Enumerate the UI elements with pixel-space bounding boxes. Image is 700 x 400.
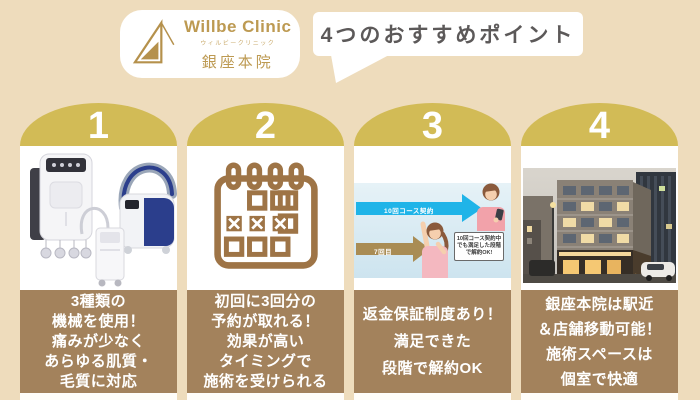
card-number: 4: [588, 105, 611, 147]
points-row: 1: [20, 103, 678, 400]
session-arrow-label: 7回目: [374, 249, 393, 256]
text-line: 機械を使用！: [51, 312, 145, 330]
card-media: [187, 146, 344, 290]
session-arrow: 7回目: [356, 236, 430, 267]
card-number: 3: [421, 105, 444, 147]
calendar-icon: [213, 162, 318, 269]
text-line: 返金保証制度あり！: [362, 306, 503, 323]
clinic-logo-box: Willbe Clinic ウィルビークリニック 銀座本院: [120, 10, 300, 78]
note-line: でも満足した段階: [456, 243, 501, 249]
triangle-logo-icon: [132, 19, 175, 64]
card-media: [521, 146, 678, 290]
text-line: ＆店舗移動可能！: [537, 320, 662, 338]
card-text-box: 初回に3回分の 予約が取れる！ 効果が高い タイミングで 施術を受けられる: [187, 290, 344, 393]
point-card-2: 2: [187, 103, 344, 400]
card-number-dome: 2: [187, 103, 344, 146]
text-line: あらゆる肌質・: [44, 352, 153, 370]
text-line: 予約が取れる！: [211, 312, 320, 330]
machines-image: [30, 153, 177, 287]
card-bottom-strip: [354, 393, 511, 400]
course-arrow: 10回コース契約: [356, 194, 482, 227]
point-card-1: 1: [20, 103, 177, 400]
clinic-name: Willbe Clinic: [184, 16, 292, 36]
woman-armpit-illustration: [420, 221, 449, 278]
cancel-note-box: 10回コース契約中 でも満足した段階 で解約OK!: [454, 232, 504, 261]
card-bottom-strip: [521, 393, 678, 400]
point-card-4: 4: [521, 103, 678, 400]
building-photo: [523, 168, 676, 283]
woman-phone-illustration: [477, 183, 505, 231]
card-number-dome: 4: [521, 103, 678, 146]
note-line: 10回コース契約中: [456, 236, 502, 242]
bubble-tail: [331, 55, 389, 83]
text-line: 3種類の: [70, 292, 127, 310]
text-line: 銀座本院は駅近: [545, 295, 654, 313]
text-line: 満足できた: [393, 333, 472, 350]
refund-diagram: 10回コース契約 7回目: [354, 146, 511, 290]
card-number-dome: 1: [20, 103, 177, 146]
clinic-branch: 銀座本院: [201, 53, 274, 71]
text-line: 効果が高い: [226, 332, 305, 350]
text-line: 施術を受けられる: [203, 372, 328, 390]
card-bottom-strip: [20, 393, 177, 400]
card-number: 2: [254, 105, 277, 147]
text-line: 痛みが少なく: [51, 332, 145, 350]
title-bubble: 4つのおすすめポイント: [313, 12, 583, 83]
card-media: [20, 146, 177, 290]
card-media: 10回コース契約 7回目: [354, 146, 511, 290]
card-bottom-strip: [187, 393, 344, 400]
text-line: 毛質に対応: [59, 372, 138, 390]
card-text-box: 返金保証制度あり！ 満足できた 段階で解約OK: [354, 290, 511, 393]
text-line: 段階で解約OK: [381, 360, 483, 377]
card-text-box: 銀座本院は駅近 ＆店舗移動可能！ 施術スペースは 個室で快適: [521, 290, 678, 393]
clinic-name-kana: ウィルビークリニック: [200, 40, 276, 47]
text-line: 初回に3回分の: [214, 292, 317, 310]
point-card-3: 3 10回コース契約 7回: [354, 103, 511, 400]
card-number-dome: 3: [354, 103, 511, 146]
text-line: 施術スペースは: [546, 345, 653, 363]
course-arrow-label: 10回コース契約: [384, 208, 434, 215]
page-title: 4つのおすすめポイント: [320, 24, 576, 47]
note-line: で解約OK!: [465, 250, 493, 256]
card-number: 1: [87, 105, 110, 147]
text-line: 個室で快適: [560, 370, 639, 388]
text-line: タイミングで: [218, 352, 312, 370]
card-text-box: 3種類の 機械を使用！ 痛みが少なく あらゆる肌質・ 毛質に対応: [20, 290, 177, 393]
